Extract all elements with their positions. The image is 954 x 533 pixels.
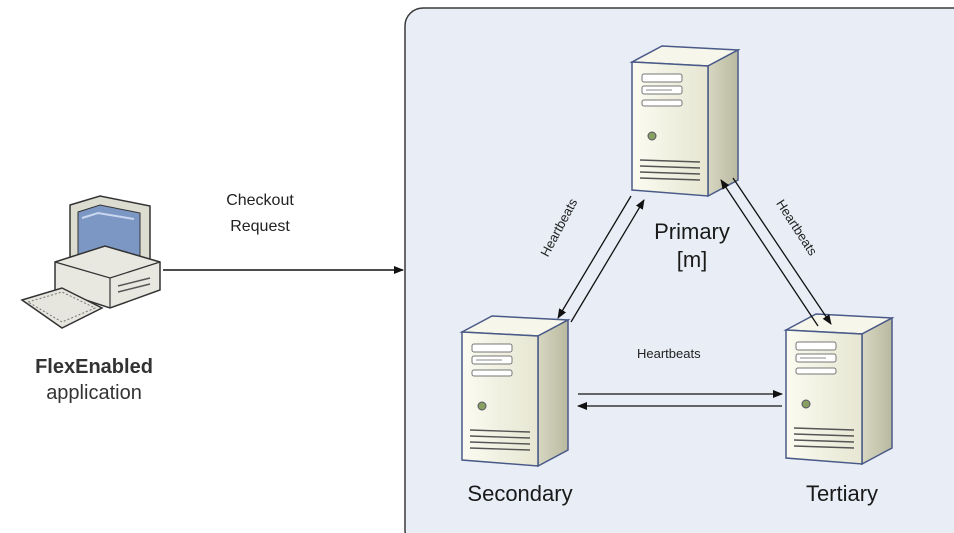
checkout-request-line1: Checkout	[226, 192, 294, 209]
heartbeat-arrow-tertiary-to-primary	[720, 179, 819, 327]
secondary-label: Secondary	[467, 481, 573, 506]
heartbeat-arrow-primary-to-secondary	[557, 195, 632, 319]
primary-server-icon	[631, 45, 739, 197]
client-subtitle: application	[46, 382, 142, 404]
client-computer-icon	[20, 195, 161, 329]
heartbeat-arrow-secondary-to-primary	[570, 199, 645, 323]
primary-tag: [m]	[676, 247, 708, 272]
primary-name: Primary	[654, 219, 730, 244]
heartbeat-arrow-primary-to-tertiary	[732, 177, 832, 325]
tertiary-server-icon	[785, 313, 893, 465]
checkout-request-line2: Request	[230, 218, 290, 235]
client-name: FlexEnabled	[35, 356, 153, 378]
primary-label: Primary [m]	[622, 218, 762, 274]
tertiary-label: Tertiary	[805, 481, 879, 506]
heartbeat-label-secondary-tertiary: Heartbeats	[637, 346, 701, 361]
secondary-server-icon	[461, 315, 569, 467]
checkout-request-label: Checkout Request	[180, 188, 340, 240]
client-label: FlexEnabled application	[14, 354, 174, 406]
